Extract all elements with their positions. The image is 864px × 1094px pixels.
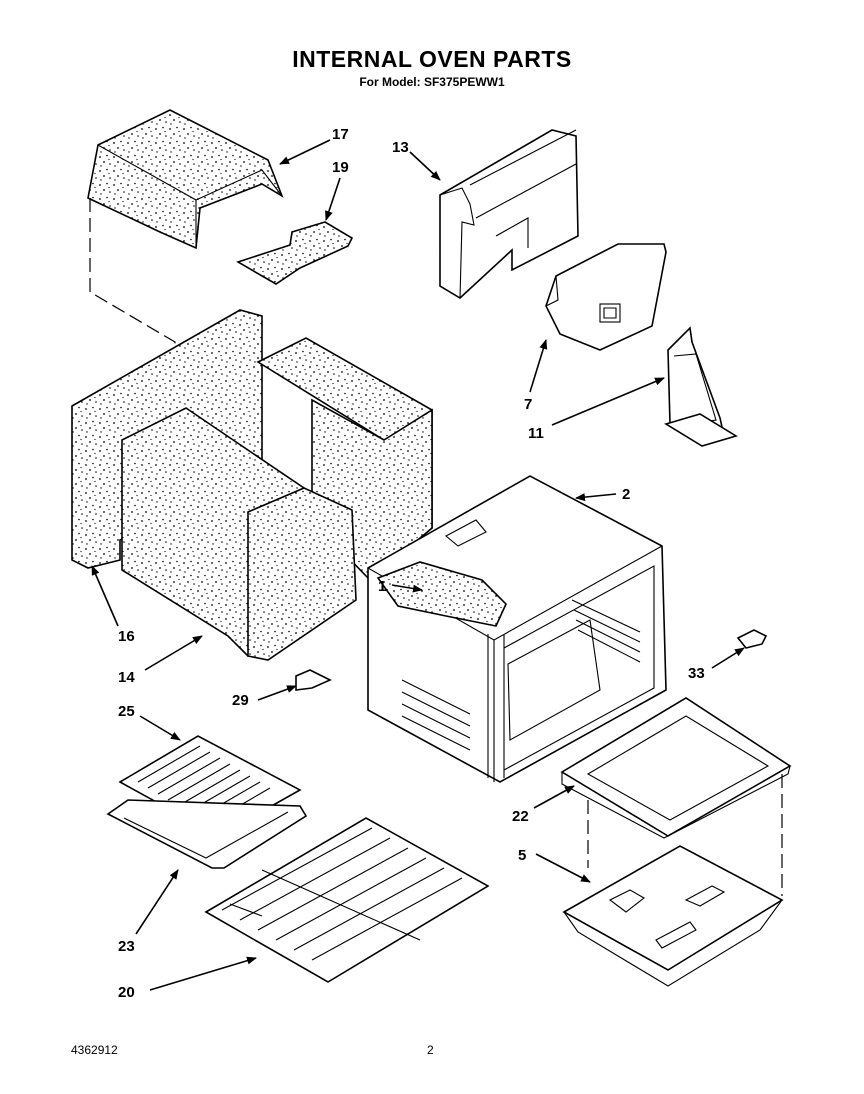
callout-7: 7 [524, 396, 532, 413]
part-23-broiler-pan [106, 799, 308, 869]
model-subtitle: For Model: SF375PEWW1 [359, 75, 505, 89]
part-33-clip [736, 629, 768, 649]
callout-23: 23 [118, 938, 135, 955]
leader-lines [91, 139, 745, 991]
part-2-oven-cavity [367, 475, 667, 783]
rack-rails [401, 599, 641, 751]
part-5-bottom-pan [562, 845, 784, 987]
callout-13: 13 [392, 139, 409, 156]
document-number: 4362912 [71, 1043, 118, 1057]
callout-14: 14 [118, 669, 135, 686]
callout-20: 20 [118, 984, 135, 1001]
page-number: 2 [427, 1043, 434, 1057]
part-11-bracket [664, 326, 738, 447]
callout-2: 2 [622, 486, 630, 503]
part-13-vent-duct [439, 129, 579, 299]
callout-19: 19 [332, 159, 349, 176]
part-29-clip [295, 669, 332, 691]
callout-25: 25 [118, 703, 135, 720]
part-19-insulation-pad [236, 221, 354, 285]
callout-29: 29 [232, 692, 249, 709]
callout-16: 16 [118, 628, 135, 645]
callout-17: 17 [332, 126, 349, 143]
page-title: INTERNAL OVEN PARTS [292, 46, 572, 72]
part-22-frame [560, 697, 792, 839]
assembly-line-22-5 [587, 774, 783, 896]
callout-5: 5 [518, 847, 526, 864]
part-7-vent-hood [545, 243, 667, 351]
part-20-oven-rack [204, 817, 490, 983]
callout-33: 33 [688, 665, 705, 682]
callout-1: 1 [378, 578, 386, 595]
callout-11: 11 [528, 425, 544, 442]
part-17-top-insulation [87, 109, 284, 250]
callout-labels: 17 19 13 7 11 2 1 16 14 33 29 25 22 5 23… [118, 126, 705, 1001]
callout-22: 22 [512, 808, 529, 825]
part-14-front-insulation [121, 407, 357, 661]
